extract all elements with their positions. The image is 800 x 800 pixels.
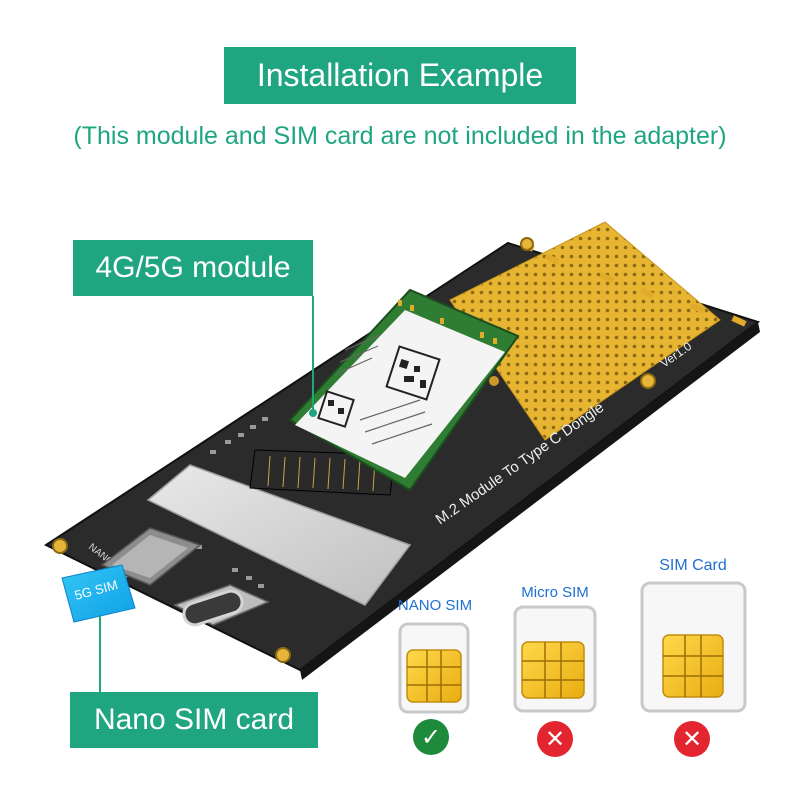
sim-type-label-nano: NANO SIM	[397, 597, 473, 614]
nano-sim-card: 5G SIM	[61, 564, 136, 623]
module-callout-banner: 4G/5G module	[73, 240, 313, 296]
check-icon: ✓	[413, 719, 449, 755]
sim-card-micro	[513, 605, 597, 713]
sim-callout-label: Nano SIM card	[93, 703, 295, 736]
cellular-module	[288, 288, 520, 492]
sim-type-label-standard: SIM Card	[659, 557, 727, 574]
sim-slot	[100, 527, 202, 586]
subtitle: (This module and SIM card are not includ…	[73, 122, 727, 150]
page-title: Installation Example	[256, 57, 544, 93]
metal-shield	[146, 464, 412, 606]
module-callout-label: 4G/5G module	[95, 251, 291, 284]
cross-icon: ✕	[537, 721, 573, 757]
sim-card-standard	[640, 581, 747, 713]
sim-callout-banner: Nano SIM card	[70, 692, 318, 748]
title-banner: Installation Example	[224, 47, 576, 104]
usb-c-port	[173, 584, 270, 627]
sim-card-nano	[398, 622, 470, 714]
cross-icon: ✕	[674, 721, 710, 757]
sim-type-label-micro: Micro SIM	[521, 584, 589, 601]
